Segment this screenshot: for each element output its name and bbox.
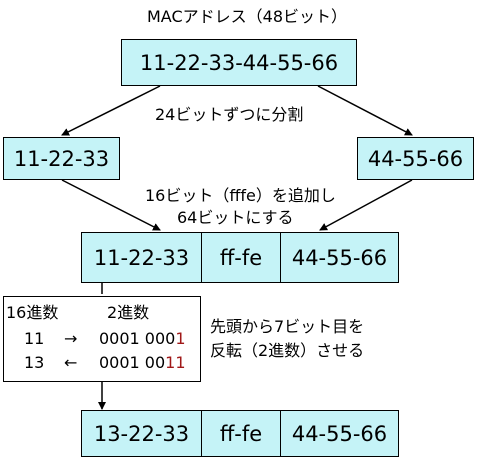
header-bin: 2進数 <box>107 303 150 322</box>
right-half-value: 44-55-66 <box>367 146 464 171</box>
arrow-right-merge <box>319 179 413 231</box>
row1-binary: 0001 0001 <box>99 330 186 348</box>
header-hex: 16進数 <box>6 303 59 322</box>
invert-label-line2: 反転（2進数）させる <box>210 341 365 360</box>
eui64-before-segment-2: ff-fe <box>201 233 280 282</box>
split-label: 24ビットずつに分割 <box>155 105 304 124</box>
eui64-after-segment-3: 44-55-66 <box>280 411 398 456</box>
mac-address-value: 11-22-33-44-55-66 <box>139 50 339 75</box>
arrow-to-right-half <box>317 85 413 136</box>
row2-arrow: ← <box>64 353 78 372</box>
row1-hex: 11 <box>24 329 45 348</box>
arrow-to-left-half <box>61 85 161 136</box>
diagram-title: MACアドレス（48ビット） <box>147 7 348 26</box>
row1-binary-highlight: 1 <box>175 329 186 348</box>
left-half-value: 11-22-33 <box>13 146 110 171</box>
row1-binary-prefix: 0001 000 <box>99 329 176 348</box>
invert-label-line1: 先頭から7ビット目を <box>210 317 365 336</box>
row2-binary: 0001 0011 <box>99 354 186 372</box>
eui64-before-box: 11-22-33 ff-fe 44-55-66 <box>81 232 399 283</box>
eui64-before-segment-3: 44-55-66 <box>280 233 398 282</box>
row2-hex: 13 <box>24 353 45 372</box>
arrow-left-merge <box>61 179 161 231</box>
conversion-table: 16進数 2進数 11 → 0001 0001 13 ← 0001 0011 <box>3 296 201 382</box>
row2-binary-highlight: 11 <box>165 353 186 372</box>
insert-label-line1: 16ビット（fffe）を追加し <box>145 186 336 205</box>
eui64-after-box: 13-22-33 ff-fe 44-55-66 <box>81 410 399 457</box>
right-half-box: 44-55-66 <box>357 137 474 180</box>
eui64-after-segment-2: ff-fe <box>201 411 280 456</box>
left-half-box: 11-22-33 <box>3 137 120 180</box>
insert-label-line2: 64ビットにする <box>177 208 294 227</box>
mac-address-box: 11-22-33-44-55-66 <box>121 39 357 86</box>
row2-binary-prefix: 0001 00 <box>99 353 166 372</box>
eui64-before-segment-1: 11-22-33 <box>93 245 190 270</box>
eui64-after-segment-1: 13-22-33 <box>93 421 190 446</box>
row1-arrow: → <box>64 329 78 348</box>
